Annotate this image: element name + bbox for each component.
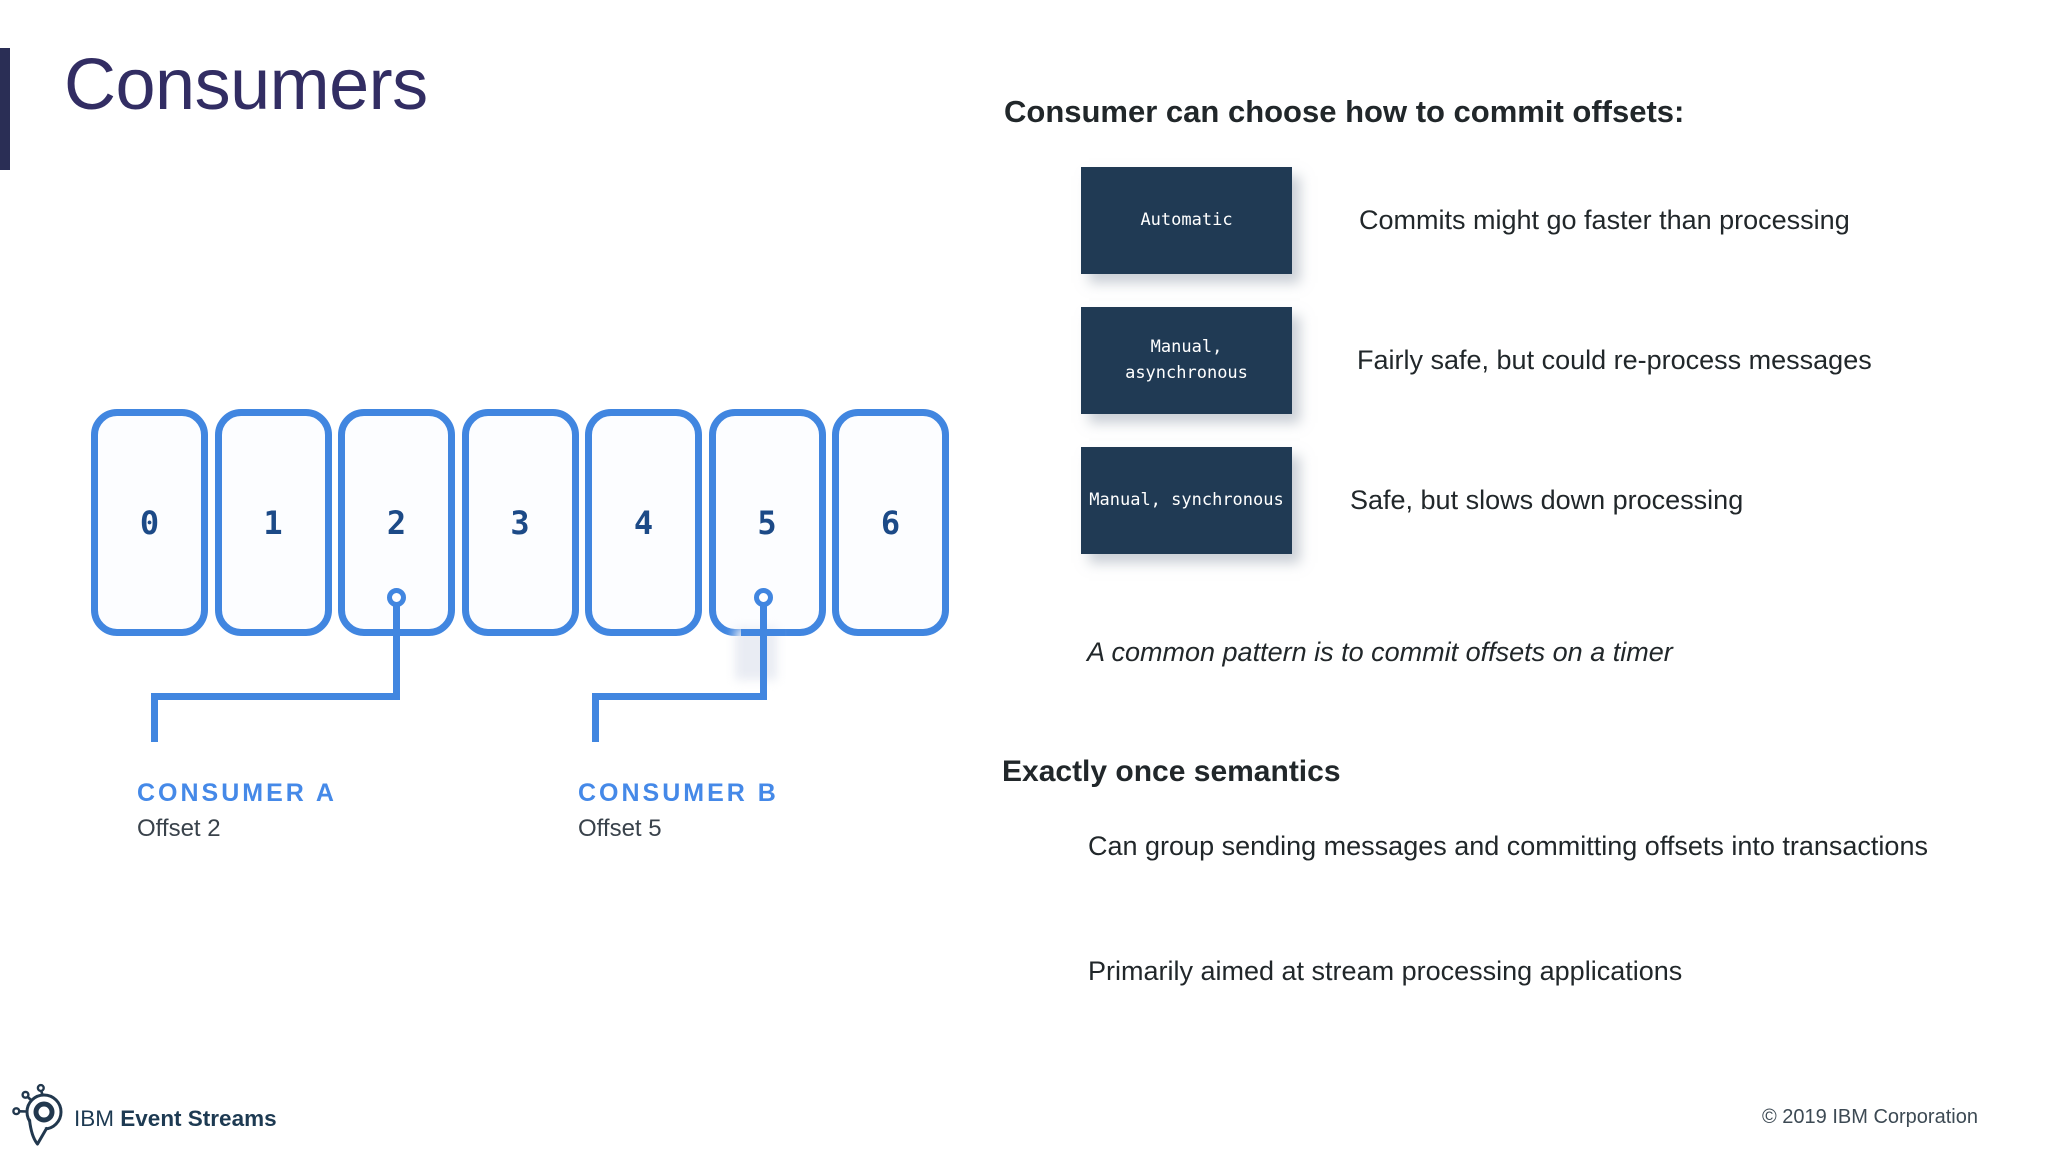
title-accent-bar — [0, 48, 10, 170]
exactly-once-point-transactions: Can group sending messages and committin… — [1088, 831, 1928, 861]
consumer-a-label-group: CONSUMER A Offset 2 — [137, 779, 337, 843]
commit-timer-note: A common pattern is to commit offsets on… — [1087, 637, 1673, 667]
commit-option-desc-manual-async: Fairly safe, but could re-process messag… — [1357, 345, 1872, 375]
partition-number: 5 — [757, 503, 777, 542]
partition-number: 1 — [263, 503, 283, 542]
commit-option-box-manual-sync: Manual, synchronous — [1081, 447, 1292, 554]
consumer-a-horizontal-line — [151, 693, 400, 700]
partition-box-4: 4 — [585, 409, 702, 636]
brand-prefix: IBM — [74, 1106, 115, 1131]
partition-number: 2 — [386, 503, 407, 542]
consumer-a-stub-line — [151, 693, 158, 742]
page-title: Consumers — [64, 45, 428, 125]
partition-number: 0 — [139, 503, 160, 542]
consumer-b-name: CONSUMER B — [578, 779, 779, 807]
event-streams-bubble-icon — [10, 1083, 64, 1152]
partition-box-0: 0 — [91, 409, 208, 636]
commit-section-heading: Consumer can choose how to commit offset… — [1004, 94, 1685, 129]
commit-option-box-automatic: Automatic — [1081, 167, 1292, 274]
consumer-b-stub-line — [592, 693, 599, 742]
partition-box-3: 3 — [461, 409, 579, 636]
exactly-once-heading: Exactly once semantics — [1002, 755, 1341, 788]
partition-number: 6 — [880, 503, 901, 542]
partition-box-1: 1 — [214, 409, 332, 636]
consumer-a-name: CONSUMER A — [137, 779, 337, 807]
partition-number: 3 — [510, 503, 530, 542]
partition-box-6: 6 — [832, 409, 949, 636]
commit-option-desc-manual-sync: Safe, but slows down processing — [1350, 485, 1744, 515]
consumer-a-vertical-line — [393, 600, 400, 700]
consumer-b-horizontal-line — [592, 693, 767, 700]
consumer-b-offset: Offset 5 — [578, 815, 662, 842]
copyright-text: © 2019 IBM Corporation — [1762, 1106, 1978, 1128]
commit-option-desc-automatic: Commits might go faster than processing — [1359, 205, 1850, 235]
brand-text: IBM Event Streams — [74, 1106, 277, 1132]
consumer-a-offset: Offset 2 — [137, 815, 221, 842]
partition-row: 0 1 2 3 4 5 6 — [91, 409, 949, 636]
consumer-b-offset-dot — [754, 588, 773, 607]
brand-name: Event Streams — [120, 1106, 277, 1131]
consumer-a-offset-dot — [387, 588, 406, 607]
consumer-b-vertical-line — [760, 600, 767, 700]
consumer-b-label-group: CONSUMER B Offset 5 — [578, 779, 779, 843]
partition-number: 4 — [633, 503, 654, 542]
consumer-b-line-shadow — [735, 628, 777, 680]
exactly-once-point-streams: Primarily aimed at stream processing app… — [1088, 956, 1683, 986]
commit-option-box-manual-async: Manual, asynchronous — [1081, 307, 1292, 414]
